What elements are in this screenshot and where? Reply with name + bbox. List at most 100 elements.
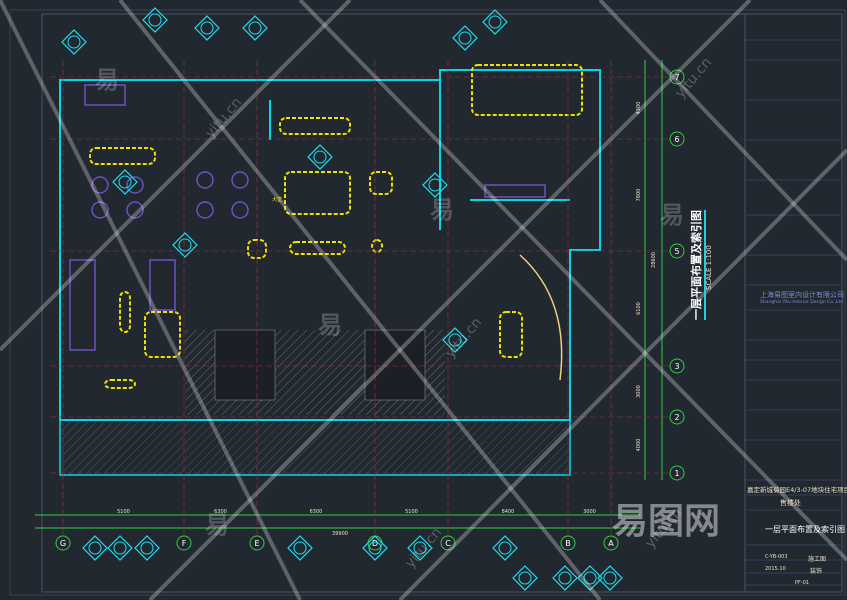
dimension-value: 6300: [310, 509, 323, 515]
dimension-value: 6300: [214, 509, 227, 515]
index-callout: [242, 15, 268, 41]
index-callout-circle: [603, 571, 617, 585]
index-callout-circle: [88, 541, 102, 555]
axis-label: D: [372, 539, 378, 548]
index-callout: [407, 535, 433, 561]
index-callout-circle: [498, 541, 512, 555]
axis-label: F: [182, 539, 187, 548]
axis-label: G: [60, 539, 66, 548]
axis-label: 2: [674, 413, 679, 422]
index-callout-circle: [118, 175, 132, 189]
axis-bubble: [560, 535, 576, 551]
axis-bubble: [669, 131, 685, 147]
furniture-item: [471, 64, 583, 116]
dimension-value: 4300: [636, 102, 642, 115]
index-callout: [307, 144, 333, 170]
project-name: 嘉定新城菊园E4/3-07地块住宅项目: [747, 486, 847, 494]
furniture-item: [284, 171, 351, 215]
index-callout-circle: [428, 178, 442, 192]
date: 2015.10: [765, 566, 786, 572]
axis-label: 7: [674, 73, 679, 82]
axis-bubble: [669, 69, 685, 85]
dimension-total: 39900: [332, 531, 348, 537]
axis-bubble: [440, 535, 456, 551]
index-callout-circle: [583, 571, 597, 585]
dimension-value: 6100: [636, 302, 642, 315]
watermark-char: 易: [430, 196, 454, 224]
axis-bubble: [669, 465, 685, 481]
furniture-item: [279, 117, 351, 135]
axis-bubble: [669, 409, 685, 425]
drawing-number: C-YB-003: [765, 554, 788, 560]
index-callout-circle: [67, 35, 81, 49]
furniture-layout: [89, 64, 583, 389]
furniture-item: [371, 239, 383, 253]
axis-bubble: [669, 243, 685, 259]
index-callout: [172, 232, 198, 258]
watermark-logo: 易图网: [612, 501, 721, 542]
index-callout: [597, 565, 623, 591]
company-name-en: Shanghai Yitu Interior Design Co.,Ltd.: [760, 300, 845, 305]
furniture-item: [499, 311, 523, 358]
index-callout: [61, 29, 87, 55]
axis-label: 1: [674, 469, 679, 478]
index-callout: [482, 9, 508, 35]
grid-axes: G5100F6300E6300D5100C8400B3000A399007430…: [35, 60, 685, 551]
axis-label: C: [445, 539, 451, 548]
sheet-border: [9, 9, 846, 596]
index-callout: [142, 7, 168, 33]
axis-bubble: [603, 535, 619, 551]
dimension-value: 5100: [405, 509, 418, 515]
index-callout: [422, 172, 448, 198]
company-name-cn: 上海易图室内设计有限公司: [760, 291, 844, 299]
index-callout: [492, 535, 518, 561]
axis-label: 6: [674, 135, 679, 144]
hatched-areas: [62, 329, 567, 474]
dimension-value: 3000: [583, 509, 596, 515]
index-callout: [107, 535, 133, 561]
index-callout: [112, 169, 138, 195]
axis-label: B: [565, 539, 571, 548]
index-callout: [552, 565, 578, 591]
dimension-value: 3000: [636, 385, 642, 398]
dimension-value: 8400: [502, 509, 515, 515]
furniture-item: [104, 379, 136, 389]
sheet-title: 一层平面布置及索引图: [765, 525, 845, 534]
index-callout-circle: [488, 15, 502, 29]
watermark-char: 易: [95, 66, 119, 94]
index-callouts: [61, 7, 623, 591]
index-callout-circle: [368, 541, 382, 555]
dimension-value: 4000: [636, 439, 642, 452]
axis-bubble: [176, 535, 192, 551]
curved-counter: [519, 254, 563, 381]
building-walls: [59, 69, 601, 476]
sheet-number: PF-01: [795, 580, 810, 586]
vertical-drawing-title: 一层平面布置及索引图: [688, 210, 706, 320]
index-callout: [452, 25, 478, 51]
dimension-total: 28600: [651, 252, 657, 268]
axis-label: E: [254, 539, 259, 548]
index-callout: [362, 535, 388, 561]
furniture-item: [289, 241, 346, 255]
dimension-value: 5100: [117, 509, 130, 515]
watermark-char: 易: [660, 201, 684, 229]
axis-bubble: [55, 535, 71, 551]
index-callout-circle: [293, 541, 307, 555]
furniture-item: [89, 147, 156, 165]
stage: 施工图: [808, 556, 827, 563]
dimension-value: 7800: [636, 189, 642, 202]
index-callout-circle: [200, 21, 214, 35]
index-callout: [287, 535, 313, 561]
axis-label: 3: [674, 362, 679, 371]
furniture-item: [369, 171, 393, 195]
index-callout: [512, 565, 538, 591]
index-callout: [577, 565, 603, 591]
discipline: 装饰: [810, 568, 823, 575]
seating-purple: [69, 84, 546, 351]
axis-bubble: [669, 358, 685, 374]
index-callout-circle: [448, 333, 462, 347]
index-callout-circle: [458, 31, 472, 45]
index-callout-circle: [518, 571, 532, 585]
